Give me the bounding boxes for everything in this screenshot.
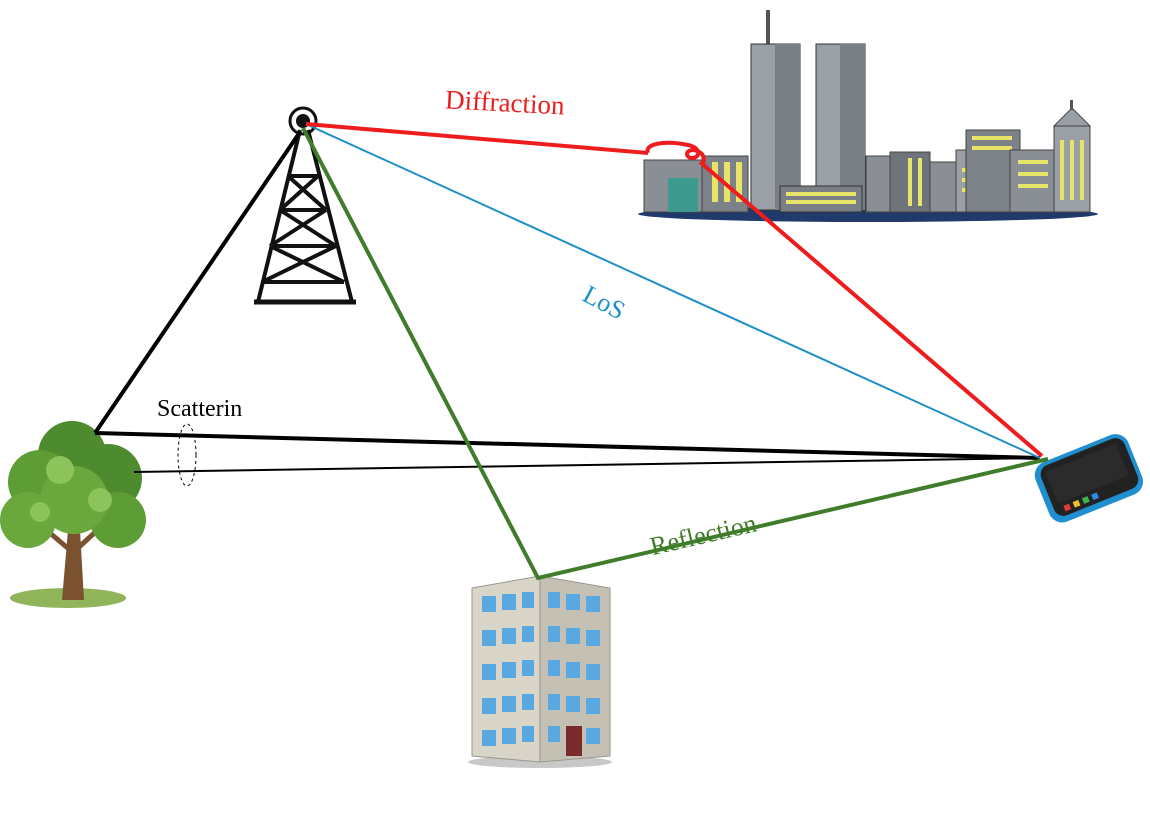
tower-icon <box>254 106 356 305</box>
los-label: LoS <box>578 279 630 325</box>
office-building-icon <box>468 575 612 768</box>
reflection-label: Reflection <box>647 509 759 562</box>
diffraction-label: Diffraction <box>444 84 565 120</box>
scattering-marker <box>177 423 197 487</box>
tree-icon <box>0 421 146 608</box>
scattering-paths <box>93 130 1041 487</box>
diffraction-path <box>305 122 1044 458</box>
scattering-path-tree-to-phone-lower <box>133 457 1041 473</box>
scattering-path-tree-to-phone-upper <box>94 431 1041 460</box>
city-skyline-icon <box>638 10 1098 222</box>
scattering-path-tower-to-tree <box>93 130 302 435</box>
reflection-path <box>301 127 1049 581</box>
smartphone-icon <box>1034 434 1144 523</box>
scattering-label: Scatterin <box>157 396 242 422</box>
los-path <box>307 124 1041 459</box>
